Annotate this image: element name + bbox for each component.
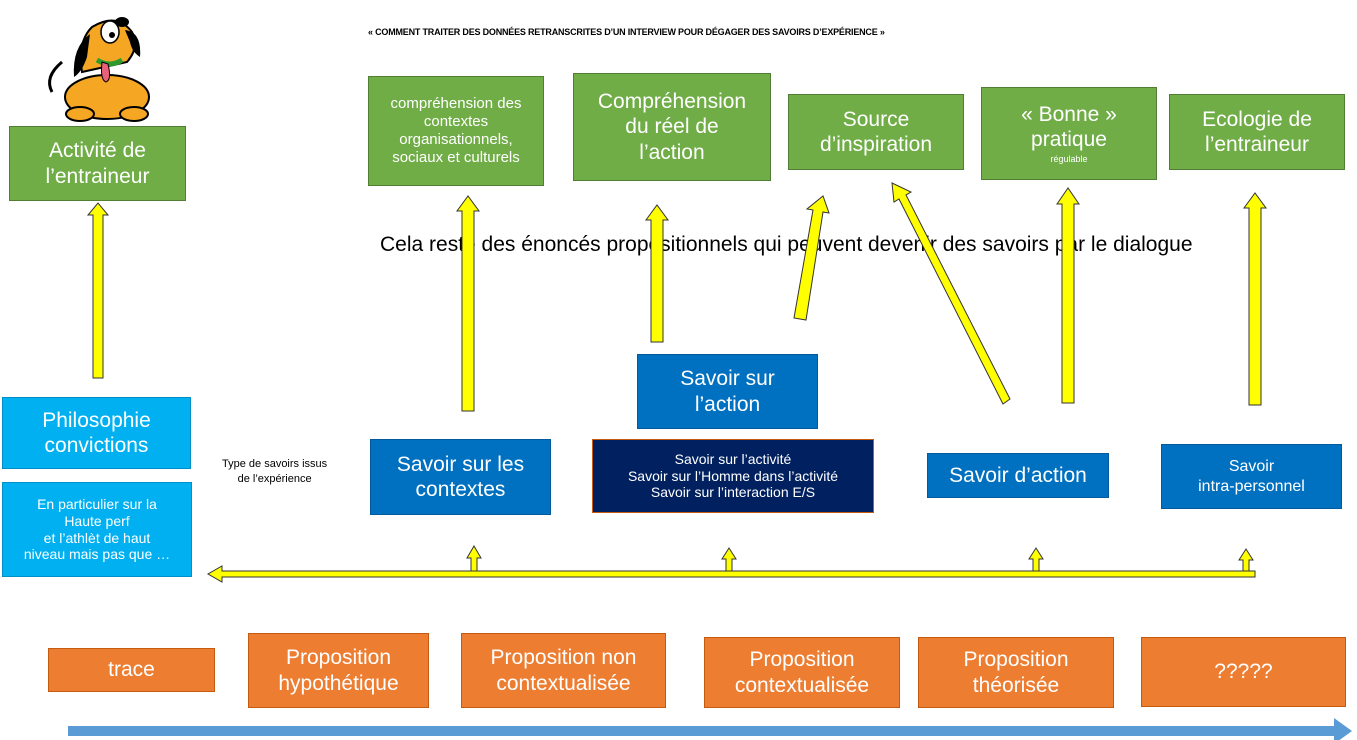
stage-contextualisee: Proposition contextualisée <box>704 637 900 708</box>
arrow-up-contextes <box>466 545 482 572</box>
comprehension-reel-box: Compréhension du réel de l’action <box>573 73 771 181</box>
arrow-to-activite <box>86 202 110 379</box>
regulable-label: régulable <box>1050 154 1088 165</box>
stage-unknown: ????? <box>1141 637 1346 707</box>
arrow-to-comprehension-contextes <box>456 195 480 412</box>
comprehension-contextes-box: compréhension des contextes organisation… <box>368 76 544 186</box>
stage-non-contextualisee: Proposition non contextualisée <box>461 633 666 708</box>
diagram-title: « COMMENT TRAITER DES DONNÉES RETRANSCRI… <box>368 27 885 37</box>
ecologie-box: Ecologie de l’entraineur <box>1169 94 1345 170</box>
savoir-contextes-box: Savoir sur les contextes <box>370 439 551 515</box>
stage-trace: trace <box>48 648 215 692</box>
arrow-to-ecologie <box>1243 192 1267 406</box>
arrow-to-source-from-savoir-action <box>891 182 1011 405</box>
activite-entraineur-box: Activité de l’entraineur <box>9 126 186 201</box>
stage-theorisee: Proposition théorisée <box>918 637 1114 708</box>
savoir-intra-box: Savoir intra-personnel <box>1161 444 1342 509</box>
particulier-box: En particulier sur la Haute perf et l’at… <box>2 482 192 577</box>
arrow-to-bonne-pratique <box>1056 187 1080 404</box>
savoir-sur-action-box: Savoir sur l’action <box>637 354 818 429</box>
philosophie-box: Philosophie convictions <box>2 397 191 469</box>
arrow-to-source-from-action <box>793 195 830 321</box>
type-savoirs-label: Type de savoirs issus de l’expérience <box>222 458 328 486</box>
arrow-up-savoir-action <box>1028 547 1044 572</box>
savoir-action-box: Savoir d’action <box>927 453 1109 498</box>
bonne-pratique-label: « Bonne » pratique <box>1021 102 1117 152</box>
arrow-up-intra <box>1238 548 1254 572</box>
cartoon-dog-icon <box>48 17 150 122</box>
arrow-horizontal-left <box>206 565 1256 583</box>
source-inspiration-box: Source d’inspiration <box>788 94 964 170</box>
savoir-activite-box: Savoir sur l’activité Savoir sur l’Homme… <box>592 439 874 513</box>
bonne-pratique-box: « Bonne » pratique régulable <box>981 87 1157 180</box>
timeline-arrow <box>68 718 1352 740</box>
arrow-up-activite <box>721 547 737 572</box>
stage-hypothetique: Proposition hypothétique <box>248 633 429 708</box>
statement-text: Cela reste des énoncés propositionnels q… <box>380 233 1193 256</box>
arrow-to-comprehension-reel <box>645 204 669 343</box>
